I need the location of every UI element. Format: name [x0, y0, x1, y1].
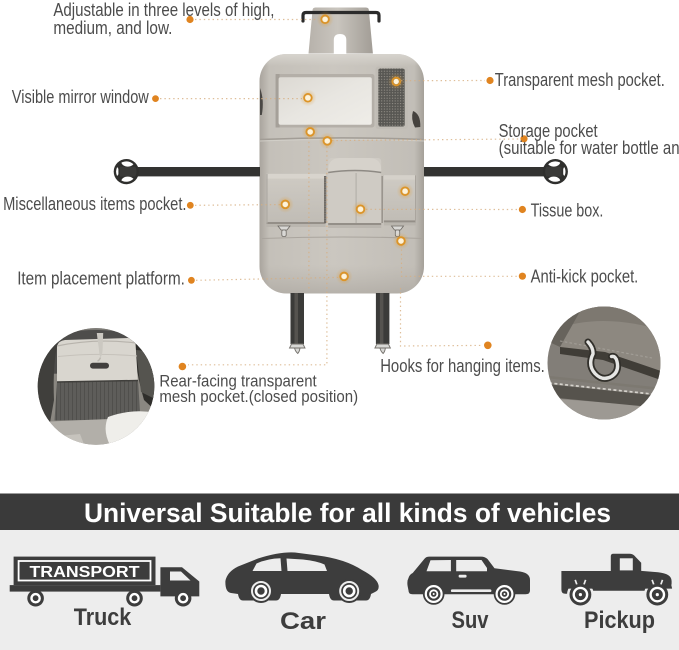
svg-text:Rear-facing transparent: Rear-facing transparent [159, 372, 317, 390]
svg-text:Suv: Suv [452, 607, 490, 634]
svg-text:Universal Suitable for all kin: Universal Suitable for all kinds of vehi… [84, 498, 611, 528]
svg-text:Miscellaneous items pocket.: Miscellaneous items pocket. [3, 194, 186, 214]
svg-text:Tissue box.: Tissue box. [531, 200, 604, 220]
svg-text:Pickup: Pickup [584, 607, 655, 634]
svg-text:Adjustable in three levels of: Adjustable in three levels of high, [53, 0, 274, 20]
svg-text:medium, and low.: medium, and low. [53, 18, 172, 38]
svg-text:Storage pocket: Storage pocket [499, 121, 598, 141]
svg-text:Hooks for hanging items.: Hooks for hanging items. [380, 356, 545, 376]
svg-text:Transparent mesh pocket.: Transparent mesh pocket. [495, 70, 665, 90]
svg-text:Item placement platform.: Item placement platform. [17, 268, 185, 288]
svg-text:TRANSPORT: TRANSPORT [30, 564, 141, 581]
svg-text:Truck: Truck [74, 604, 132, 631]
svg-text:Anti-kick pocket.: Anti-kick pocket. [531, 267, 639, 287]
svg-text:(suitable for water bottle an: (suitable for water bottle an [499, 138, 679, 158]
svg-text:Car: Car [280, 608, 326, 635]
svg-text:mesh pocket.(closed position): mesh pocket.(closed position) [159, 388, 358, 406]
svg-text:Visible mirror window: Visible mirror window [12, 87, 150, 107]
